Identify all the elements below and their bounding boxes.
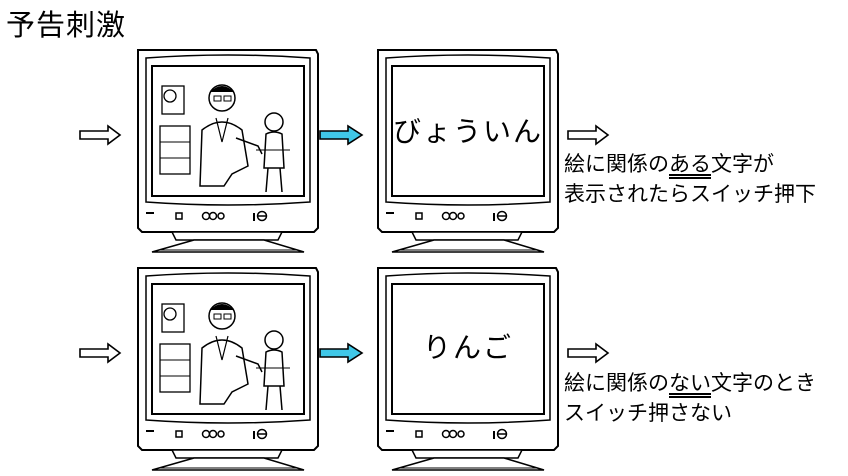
stimulus-monitor — [132, 46, 324, 258]
word-monitor-related: びょういん — [372, 46, 564, 258]
screen-word: りんご — [422, 331, 513, 364]
desc-suffix: 文字が — [711, 152, 774, 176]
output-arrow-icon — [567, 342, 610, 364]
desc-prefix: 絵に関係の — [564, 152, 669, 176]
doctor-patient-picture — [151, 283, 305, 415]
transition-arrow-icon — [319, 124, 364, 146]
desc-emphasis: ない — [669, 371, 711, 395]
doctor-patient-picture — [151, 65, 305, 197]
transition-arrow-icon — [319, 342, 364, 364]
output-arrow-icon — [567, 124, 610, 146]
input-arrow-icon — [79, 342, 122, 364]
screen-word: びょういん — [392, 115, 543, 148]
word-monitor-unrelated: りんご — [372, 264, 564, 476]
desc-suffix: 文字のとき — [711, 371, 816, 395]
instruction-text: 絵に関係のある文字が 表示されたらスイッチ押下 — [564, 149, 816, 209]
desc-line2: スイッチ押さない — [564, 401, 732, 425]
page-title: 予告刺激 — [6, 8, 127, 42]
desc-emphasis: ある — [669, 152, 711, 176]
desc-prefix: 絵に関係の — [564, 371, 669, 395]
input-arrow-icon — [79, 124, 122, 146]
desc-line2: 表示されたらスイッチ押下 — [564, 182, 816, 206]
instruction-text: 絵に関係のない文字のとき スイッチ押さない — [564, 368, 816, 428]
stimulus-monitor — [132, 264, 324, 476]
